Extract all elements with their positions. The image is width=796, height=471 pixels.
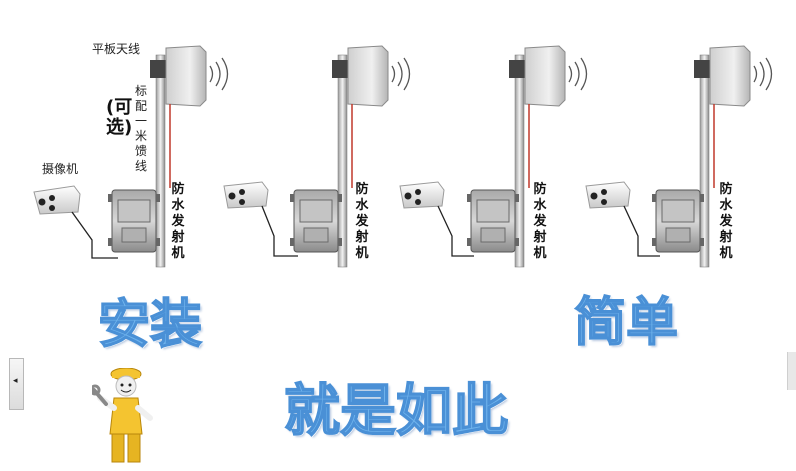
camera-label: 摄像机 xyxy=(42,160,78,177)
waterproof-transmitter xyxy=(108,190,160,252)
pole xyxy=(515,55,524,267)
slogan-install: 安装 xyxy=(98,282,202,357)
pole xyxy=(338,55,347,267)
camera-cable xyxy=(438,206,474,256)
installation-unit-2 xyxy=(224,46,410,267)
panel-antenna-label: 平板天线 xyxy=(92,40,140,57)
camera xyxy=(224,182,268,208)
panel-antenna xyxy=(525,46,565,106)
panel-antenna xyxy=(710,46,750,106)
panel-antenna xyxy=(166,46,206,106)
camera xyxy=(400,182,444,208)
camera-cable xyxy=(262,206,298,256)
signal-waves-icon xyxy=(569,58,587,90)
camera xyxy=(34,186,80,214)
waterproof-transmitter xyxy=(652,190,704,252)
pole xyxy=(156,55,165,267)
installation-unit-4 xyxy=(586,46,772,267)
optional-label: (可选) xyxy=(106,98,130,138)
transmitter-label-2: 防水发射机 xyxy=(354,182,370,262)
camera-cable xyxy=(72,212,118,258)
waterproof-transmitter xyxy=(467,190,519,252)
slogan-just-like-this: 就是如此 xyxy=(284,366,508,447)
pole xyxy=(700,55,709,267)
transmitter-label-1: 防水发射机 xyxy=(170,182,186,262)
transmitter-label-3: 防水发射机 xyxy=(532,182,548,262)
installation-unit-1 xyxy=(34,46,228,267)
installation-unit-3 xyxy=(400,46,587,267)
camera xyxy=(586,182,630,208)
scroll-right-bar[interactable] xyxy=(787,352,796,390)
panel-antenna xyxy=(348,46,388,106)
worker-mascot-icon xyxy=(92,368,162,468)
feeder-cable-label: 标配一米馈线 xyxy=(134,84,148,174)
signal-waves-icon xyxy=(210,58,228,90)
signal-waves-icon xyxy=(392,58,410,90)
waterproof-transmitter xyxy=(290,190,342,252)
slogan-simple: 简单 xyxy=(574,280,678,355)
scroll-left-button[interactable]: ◂ xyxy=(9,358,24,410)
camera-cable xyxy=(624,206,660,256)
left-arrow-icon: ◂ xyxy=(13,376,18,386)
signal-waves-icon xyxy=(754,58,772,90)
transmitter-label-4: 防水发射机 xyxy=(718,182,734,262)
